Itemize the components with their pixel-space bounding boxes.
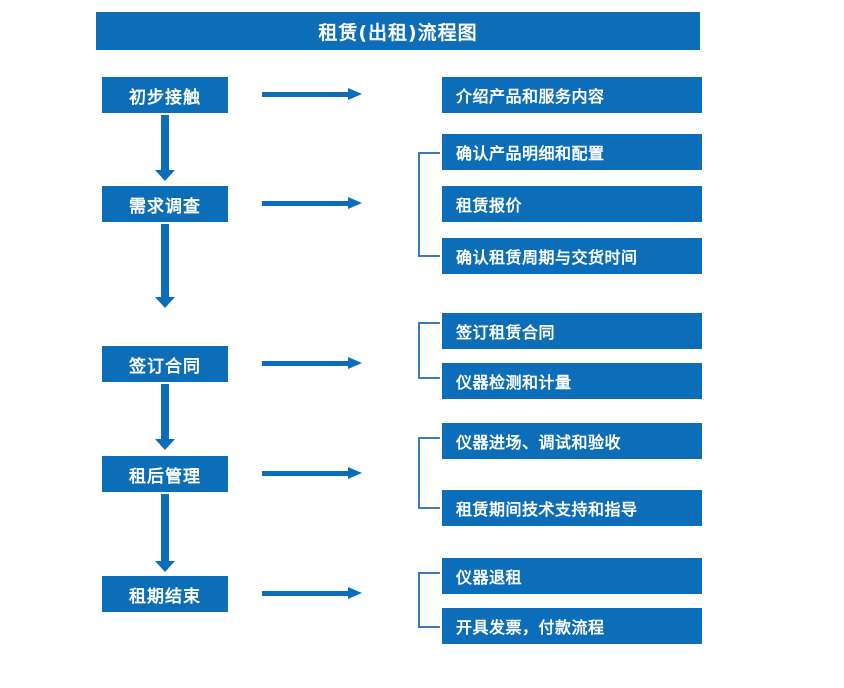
arrow-shaft: [262, 591, 350, 596]
arrow-head: [155, 297, 175, 308]
arrow-down-icon-stage-2-to-3: [155, 224, 175, 308]
detail-box-invoice-payment[interactable]: 开具发票，付款流程: [442, 608, 702, 644]
arrow-head: [348, 88, 362, 100]
detail-box-instrument-return[interactable]: 仪器退租: [442, 558, 702, 594]
arrow-head: [155, 561, 175, 572]
arrow-shaft: [262, 361, 350, 366]
arrow-shaft: [161, 224, 169, 297]
detail-box-sign-rental-contract[interactable]: 签订租赁合同: [442, 313, 702, 349]
group-bracket-post-rental-management: [418, 437, 440, 509]
group-bracket-sign-contract: [418, 322, 440, 379]
detail-box-instrument-onsite-commissioning[interactable]: 仪器进场、调试和验收: [442, 423, 702, 459]
stage-box-post-rental-management[interactable]: 租后管理: [102, 456, 228, 492]
arrow-down-icon-stage-1-to-2: [155, 115, 175, 181]
arrow-down-icon-stage-3-to-4: [155, 384, 175, 450]
arrow-head: [348, 357, 362, 369]
stage-box-initial-contact[interactable]: 初步接触: [102, 77, 228, 113]
arrow-right-icon-stage-4: [262, 465, 362, 481]
arrow-head: [348, 587, 362, 599]
stage-box-rental-end[interactable]: 租期结束: [102, 576, 228, 612]
detail-box-instrument-inspection[interactable]: 仪器检测和计量: [442, 363, 702, 399]
stage-box-requirement-survey[interactable]: 需求调查: [102, 186, 228, 222]
arrow-head: [348, 197, 362, 209]
arrow-shaft: [262, 471, 350, 476]
arrow-shaft: [161, 384, 169, 439]
stage-box-sign-contract[interactable]: 签订合同: [102, 346, 228, 382]
arrow-head: [155, 439, 175, 450]
arrow-right-icon-stage-3: [262, 355, 362, 371]
arrow-down-icon-stage-4-to-5: [155, 494, 175, 572]
detail-box-confirm-product-spec[interactable]: 确认产品明细和配置: [442, 134, 702, 170]
arrow-right-icon-stage-2: [262, 195, 362, 211]
group-bracket-rental-end: [418, 572, 440, 628]
arrow-head: [155, 170, 175, 181]
arrow-right-icon-stage-5: [262, 585, 362, 601]
detail-box-intro-products[interactable]: 介绍产品和服务内容: [442, 77, 702, 113]
detail-box-technical-support[interactable]: 租赁期间技术支持和指导: [442, 490, 702, 526]
page-title: 租赁(出租)流程图: [96, 12, 700, 50]
arrow-shaft: [161, 494, 169, 561]
detail-box-rental-quote[interactable]: 租赁报价: [442, 186, 702, 222]
arrow-head: [348, 467, 362, 479]
detail-box-confirm-period-delivery[interactable]: 确认租赁周期与交货时间: [442, 238, 702, 274]
arrow-right-icon-stage-1: [262, 86, 362, 102]
group-bracket-requirement-survey: [418, 152, 440, 257]
arrow-shaft: [262, 201, 350, 206]
arrow-shaft: [262, 92, 350, 97]
arrow-shaft: [161, 115, 169, 170]
